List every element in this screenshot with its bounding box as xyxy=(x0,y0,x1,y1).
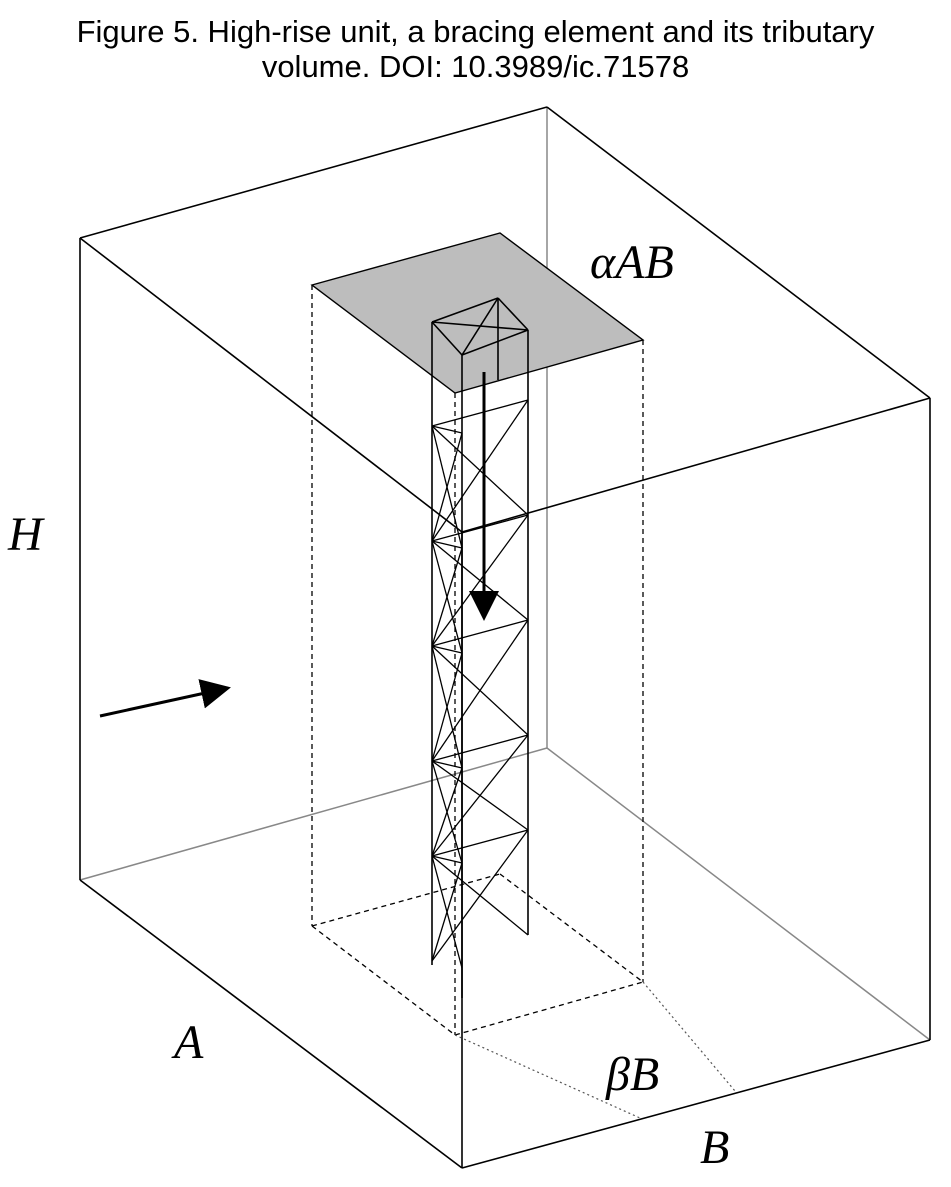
bracing-ring xyxy=(431,645,463,654)
bracing-ring xyxy=(431,399,529,427)
bracing-ring xyxy=(431,514,529,542)
bracing-ring xyxy=(431,829,529,857)
width-label: A xyxy=(171,1016,204,1069)
bracing-ring xyxy=(431,425,463,434)
tributary-area-label: αAB xyxy=(590,236,674,289)
depth-label: B xyxy=(700,1121,729,1174)
arrow-right-icon xyxy=(99,679,231,718)
bracing-diagonal xyxy=(431,399,529,542)
bracing-diagonal xyxy=(431,652,463,762)
element-depth-label: βB xyxy=(605,1048,659,1101)
bracing-ring xyxy=(431,619,529,647)
bracing-ring xyxy=(431,760,463,769)
bracing-element xyxy=(431,297,529,998)
bracing-diagonal xyxy=(431,514,529,647)
bracing-diagonal xyxy=(431,547,463,647)
box-edges xyxy=(79,106,931,1169)
bracing-diagonal xyxy=(431,432,463,542)
bracing-ring xyxy=(431,540,463,549)
box-hidden-edges xyxy=(79,107,931,1041)
height-label: H xyxy=(7,508,45,561)
bracing-diagonal xyxy=(431,767,463,857)
caption-line-2: volume. DOI: 10.3989/ic.71578 xyxy=(261,49,690,84)
bracing-panels xyxy=(431,399,529,969)
tributary-volume xyxy=(311,285,644,1036)
caption-line-1: Figure 5. High-rise unit, a bracing elem… xyxy=(76,14,875,49)
depth-projection xyxy=(454,981,736,1119)
bracing-diagonal xyxy=(431,862,463,962)
bracing-ring xyxy=(431,734,529,762)
bracing-diagonal xyxy=(431,829,529,962)
bracing-diagonal xyxy=(431,619,529,762)
bracing-diagonal xyxy=(431,734,529,857)
figure-caption: Figure 5. High-rise unit, a bracing elem… xyxy=(0,14,951,84)
bracing-ring xyxy=(431,855,463,864)
